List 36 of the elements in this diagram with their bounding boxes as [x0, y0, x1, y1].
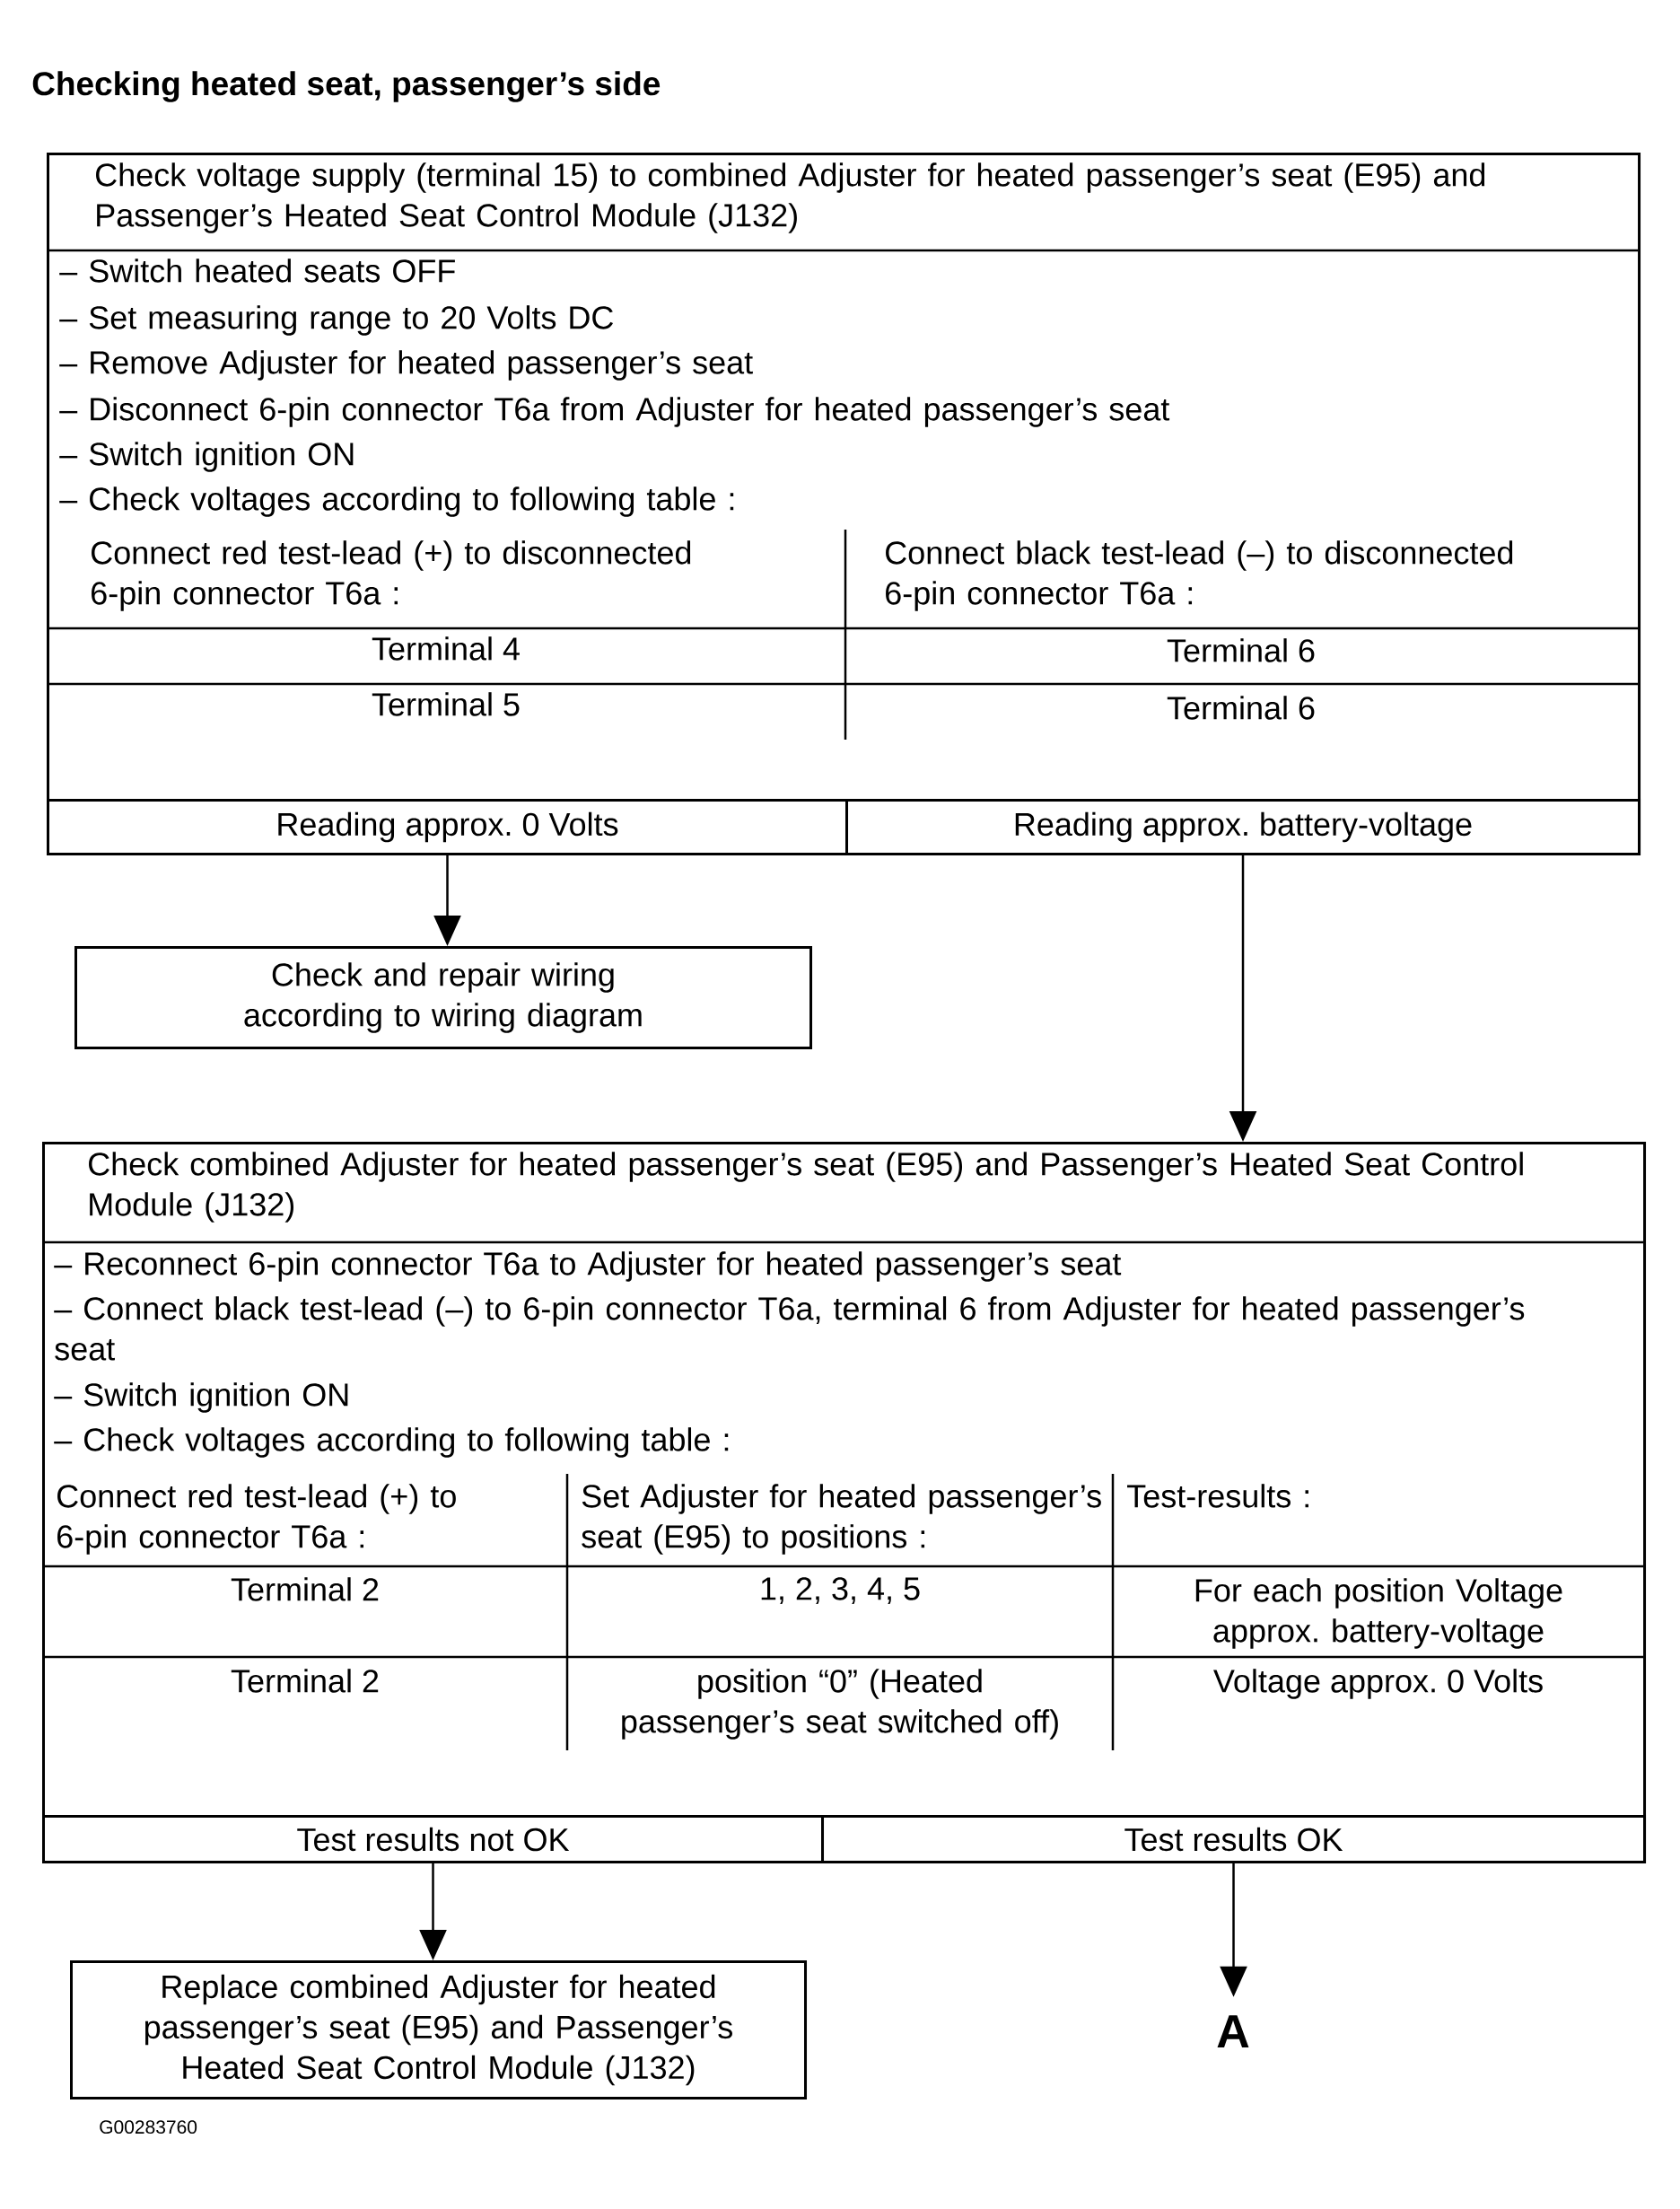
table-entry: Terminal 6 — [1167, 638, 1315, 662]
instruction-text: – Reconnect 6-pin connector T6a to Adjuster for heated passenger’s seat — [54, 1251, 1122, 1282]
result-box: Reading approx. 0 Volts — [47, 799, 848, 855]
result-box: Reading approx. battery-voltage — [845, 799, 1641, 855]
instruction-text: – Switch ignition ON — [54, 1382, 348, 1413]
table-heading: Connect red test-lead (+) to 6-pin connector T6a : — [57, 1484, 456, 1555]
step-heading: Check combined Adjuster for heated passenger’s seat (E95) and Passenger’s Heated Seat Control Module (J132) — [89, 1152, 1523, 1223]
action-box: Check and repair wiring according to wiring diagram — [74, 946, 812, 1049]
table-entry: Voltage approx. 0 Volts — [1213, 1669, 1543, 1699]
table-entry: Terminal 2 — [231, 1577, 379, 1601]
table-entry: Terminal 6 — [1167, 696, 1315, 720]
figure-number: G00283760 — [100, 2120, 197, 2134]
table-heading: Set Adjuster for heated passenger’s seat (E95) to positions : — [582, 1484, 1101, 1555]
table-heading: Test-results : — [1127, 1484, 1308, 1508]
table-entry: For each position Voltage approx. battery-voltage — [1195, 1578, 1562, 1649]
action-box: Replace combined Adjuster for heated passenger’s seat (E95) and Passenger’s Heated Seat Control Module (J132) — [70, 1960, 807, 2100]
table-heading: Connect red test-lead (+) to disconnected 6-pin connector T6a : — [92, 540, 691, 611]
result-box: Test results not OK — [42, 1815, 824, 1863]
table-heading: Connect black test-lead (–) to disconnected 6-pin connector T6a : — [886, 540, 1513, 611]
step-heading: Check voltage supply (terminal 15) to combined Adjuster for heated passenger’s seat (E95) and Passenger’s Heated Seat Control Module (J132) — [96, 162, 1485, 233]
instruction-text: – Switch heated seats OFF — [59, 259, 455, 283]
table-entry: position “0” (Heated passenger’s seat switched off) — [622, 1669, 1058, 1740]
table-entry: 1, 2, 3, 4, 5 — [761, 1577, 920, 1604]
result-box: Test results OK — [821, 1815, 1647, 1863]
instruction-text: – Connect black test-lead (–) to 6-pin connector T6a, terminal 6 from Adjuster for heated passenger’s seat — [54, 1296, 1525, 1361]
continuation-letter: A — [1217, 2015, 1249, 2047]
table-entry: Terminal 2 — [231, 1669, 379, 1693]
instruction-text: – Set measuring range to 20 Volts DC — [59, 305, 614, 336]
instruction-text: – Remove Adjuster for heated passenger’s seat — [59, 350, 753, 381]
title: Checking heated seat, passenger’s side — [32, 71, 661, 102]
instruction-text: – Switch ignition ON — [59, 442, 354, 472]
instruction-text: – Check voltages according to following table : — [54, 1427, 729, 1458]
table-entry: Terminal 4 — [372, 636, 520, 661]
instruction-text: – Check voltages according to following table : — [59, 487, 734, 517]
instruction-text: – Disconnect 6-pin connector T6a from Adjuster for heated passenger’s seat — [59, 397, 1170, 427]
table-entry: Terminal 5 — [372, 692, 520, 716]
